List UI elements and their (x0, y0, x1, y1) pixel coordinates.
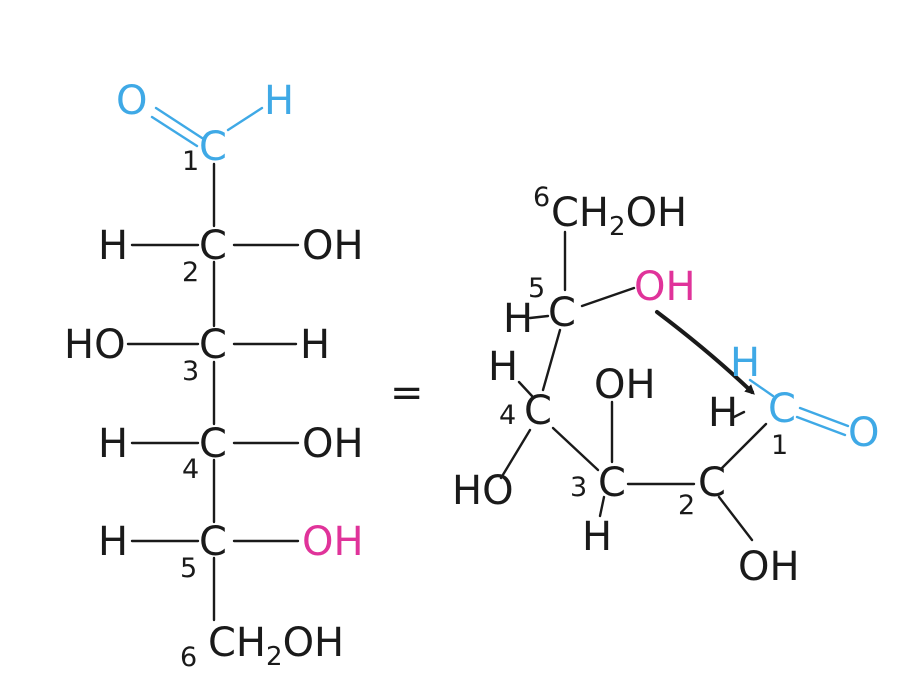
fischer-c1-carbon: C (199, 124, 227, 170)
bent-chain-structure: 6 CH2OH 5 H C OH H 4 C HO OH 3 C H H C 2… (452, 182, 879, 590)
ring-c1-o-double-bond-b (795, 415, 847, 437)
c1-h-bond (226, 106, 264, 132)
ring-c4-h-bond (517, 380, 534, 398)
fischer-c2-carbon: C (199, 223, 227, 269)
curved-arrow-icon (655, 310, 755, 395)
fischer-c4-right-oh: OH (302, 421, 364, 467)
fischer-c4-left-h: H (98, 421, 128, 467)
fischer-c5-carbon: C (199, 519, 227, 565)
fischer-c4-carbon: C (199, 421, 227, 467)
fischer-c2-number: 2 (182, 257, 199, 288)
fischer-c6-number: 6 (180, 642, 197, 673)
ring-c4-c3-bond (551, 426, 600, 472)
ring-c3-hydrogen: H (582, 514, 612, 560)
ring-c3-number: 3 (570, 472, 587, 503)
ring-c2-h-bond (730, 410, 746, 420)
fischer-c2-right-oh: OH (302, 223, 364, 269)
fischer-c5-right-oh: OH (302, 519, 364, 565)
ring-c4-hydroxyl: HO (452, 468, 514, 514)
ring-c5-oh-bond (580, 286, 636, 308)
ring-c5-number: 5 (528, 273, 545, 304)
fischer-c4-number: 4 (182, 454, 199, 485)
ring-c4-hydrogen: H (488, 344, 518, 390)
ring-c2-carbon: C (698, 460, 726, 506)
fischer-c3-carbon: C (199, 322, 227, 368)
ring-c6-number: 6 (533, 182, 550, 213)
ring-c6-group: CH2OH (551, 190, 687, 242)
ring-c3-h-bond (598, 495, 606, 518)
ring-c3-carbon: C (598, 460, 626, 506)
fischer-c1-number: 1 (182, 146, 199, 177)
fischer-c1-oxygen: O (116, 78, 147, 124)
ring-c1-o-double-bond-a (798, 406, 850, 428)
fischer-c5-number: 5 (180, 553, 197, 584)
ring-c1-number: 1 (771, 430, 788, 461)
ring-c4-number: 4 (499, 400, 516, 431)
ring-c1-h-bond (748, 378, 775, 398)
ring-c2-oh-bond (717, 495, 754, 542)
ring-c5-hydrogen: H (503, 296, 533, 342)
fischer-c1-hydrogen: H (264, 78, 294, 124)
ring-c2-hydroxyl: OH (738, 544, 800, 590)
ring-c4-ho-bond (499, 428, 532, 480)
fischer-c6-group: CH2OH (208, 620, 344, 672)
ring-c5-h-bond (528, 314, 550, 320)
fischer-c3-left-ho: HO (64, 322, 126, 368)
c1-o-double-bond-b (150, 115, 199, 148)
ring-c5-hydroxyl: OH (634, 264, 696, 310)
ring-c1-carbon: C (768, 386, 796, 432)
ring-c1-hydrogen: H (730, 340, 760, 386)
ring-c2-hydrogen: H (708, 390, 738, 436)
ring-c5-carbon: C (548, 290, 576, 336)
ring-c3-hydroxyl: OH (594, 362, 656, 408)
ring-c1-oxygen: O (848, 410, 879, 456)
ring-c2-c1-bond (720, 422, 768, 470)
ring-bonds (499, 230, 850, 542)
fischer-c2-left-h: H (98, 223, 128, 269)
equals-sign: = (390, 370, 424, 416)
fischer-c3-right-h: H (300, 322, 330, 368)
ring-c5-c4-bond (541, 328, 562, 392)
ring-c4-carbon: C (524, 388, 552, 434)
ring-c2-number: 2 (678, 490, 695, 521)
fischer-projection: O H C 1 H C OH 2 HO C H 3 H C OH 4 H C O… (64, 78, 364, 673)
fischer-bonds (126, 106, 300, 622)
c1-o-double-bond-a (154, 106, 204, 140)
fischer-c3-number: 3 (182, 356, 199, 387)
fischer-c5-left-h: H (98, 519, 128, 565)
